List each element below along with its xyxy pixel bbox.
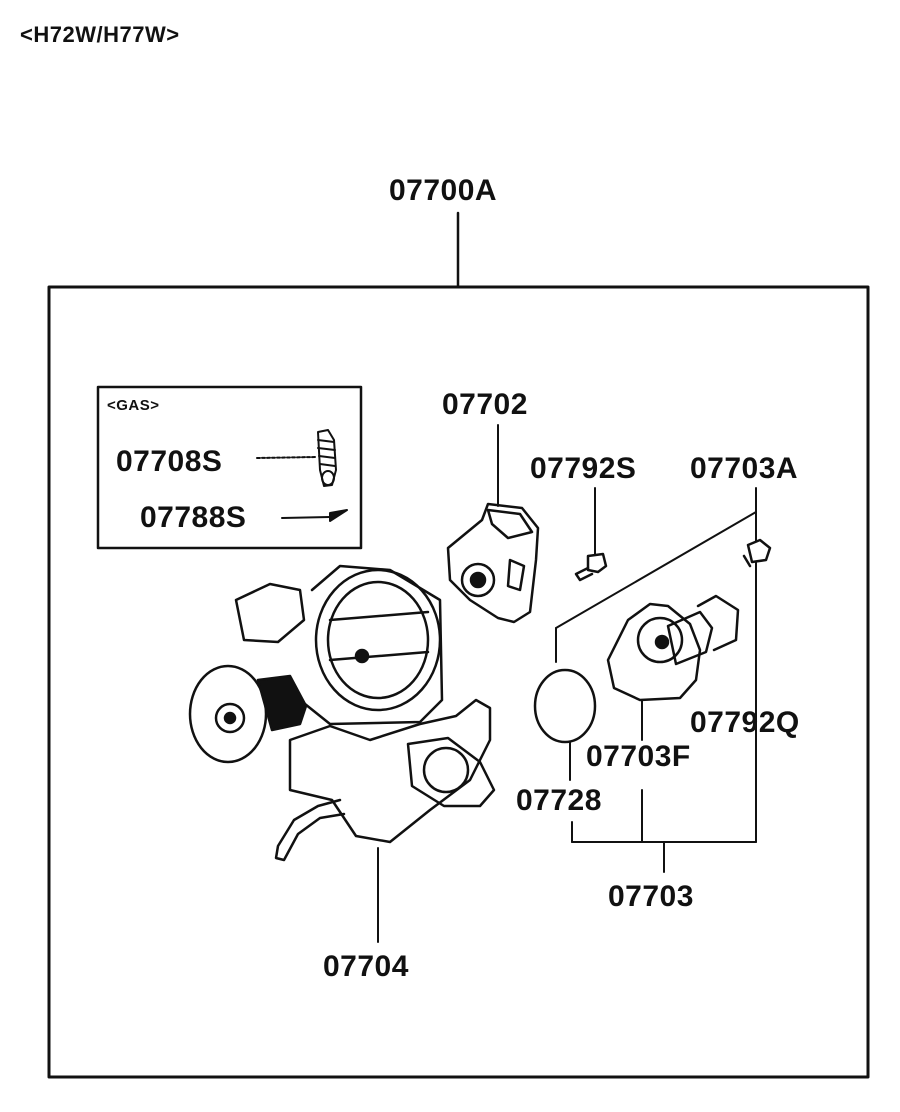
throttle-body-icon [188, 564, 496, 862]
part-label-07792q: 07792Q [690, 706, 800, 739]
part-label-07703a: 07703A [690, 452, 799, 485]
part-label-07703f: 07703F [586, 740, 691, 773]
part-label-07792s: 07792S [530, 452, 637, 485]
isc-callout-line [555, 511, 757, 629]
spring-icon [256, 429, 337, 487]
part-label-07703: 07703 [608, 880, 694, 913]
gas-inset-frame [96, 385, 363, 550]
clip-icon [281, 509, 348, 522]
part-label-07704: 07704 [323, 950, 409, 983]
gas-inset-title: <GAS> [107, 397, 160, 414]
idle-speed-control-valve-icon [606, 594, 740, 702]
screw-icon [574, 552, 608, 582]
part-label-07788s: 07788S [140, 501, 247, 534]
screw-icon [742, 538, 772, 568]
isc-assembly-bracket [571, 789, 757, 873]
model-label: <H72W/H77W> [20, 22, 180, 47]
part-label-07708s: 07708S [116, 445, 223, 478]
assembly-part-number: 07700A [389, 174, 498, 207]
o-ring-icon [533, 668, 597, 744]
part-label-07728: 07728 [516, 784, 602, 817]
part-label-07702: 07702 [442, 388, 528, 421]
throttle-position-sensor-icon [446, 502, 540, 624]
